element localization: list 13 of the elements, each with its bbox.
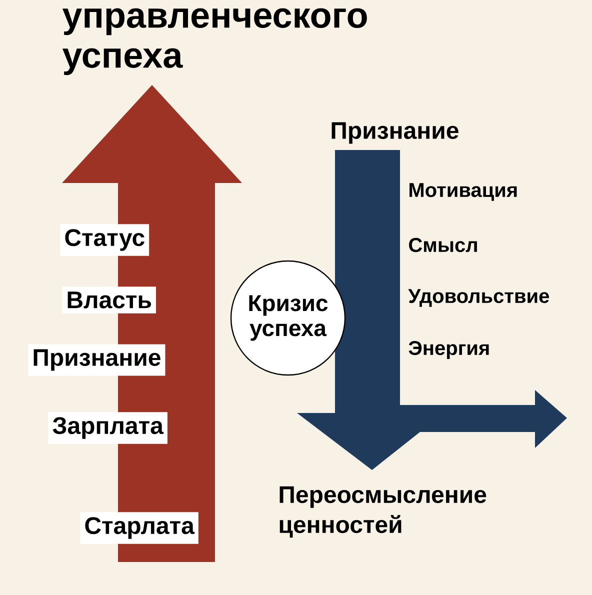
label-text: Признание (332, 122, 458, 144)
label-text: Переосмысление ценностей (280, 486, 486, 538)
label-text: Энергия (408, 340, 489, 360)
circle-node: Кризис успеха (230, 260, 346, 376)
arrow-label: Статус (60, 224, 150, 256)
label-text: Смысл (409, 238, 477, 252)
label-text: Удовольствие (408, 289, 550, 307)
label-text: Мотивация (410, 183, 517, 201)
arrow-label: Власть (62, 286, 156, 314)
title: управленческого успеха (62, 8, 367, 76)
arrow-label: Зарплата (48, 412, 168, 444)
arrow-label: Старлата (80, 512, 198, 544)
arrow-label: Признание (28, 344, 166, 376)
